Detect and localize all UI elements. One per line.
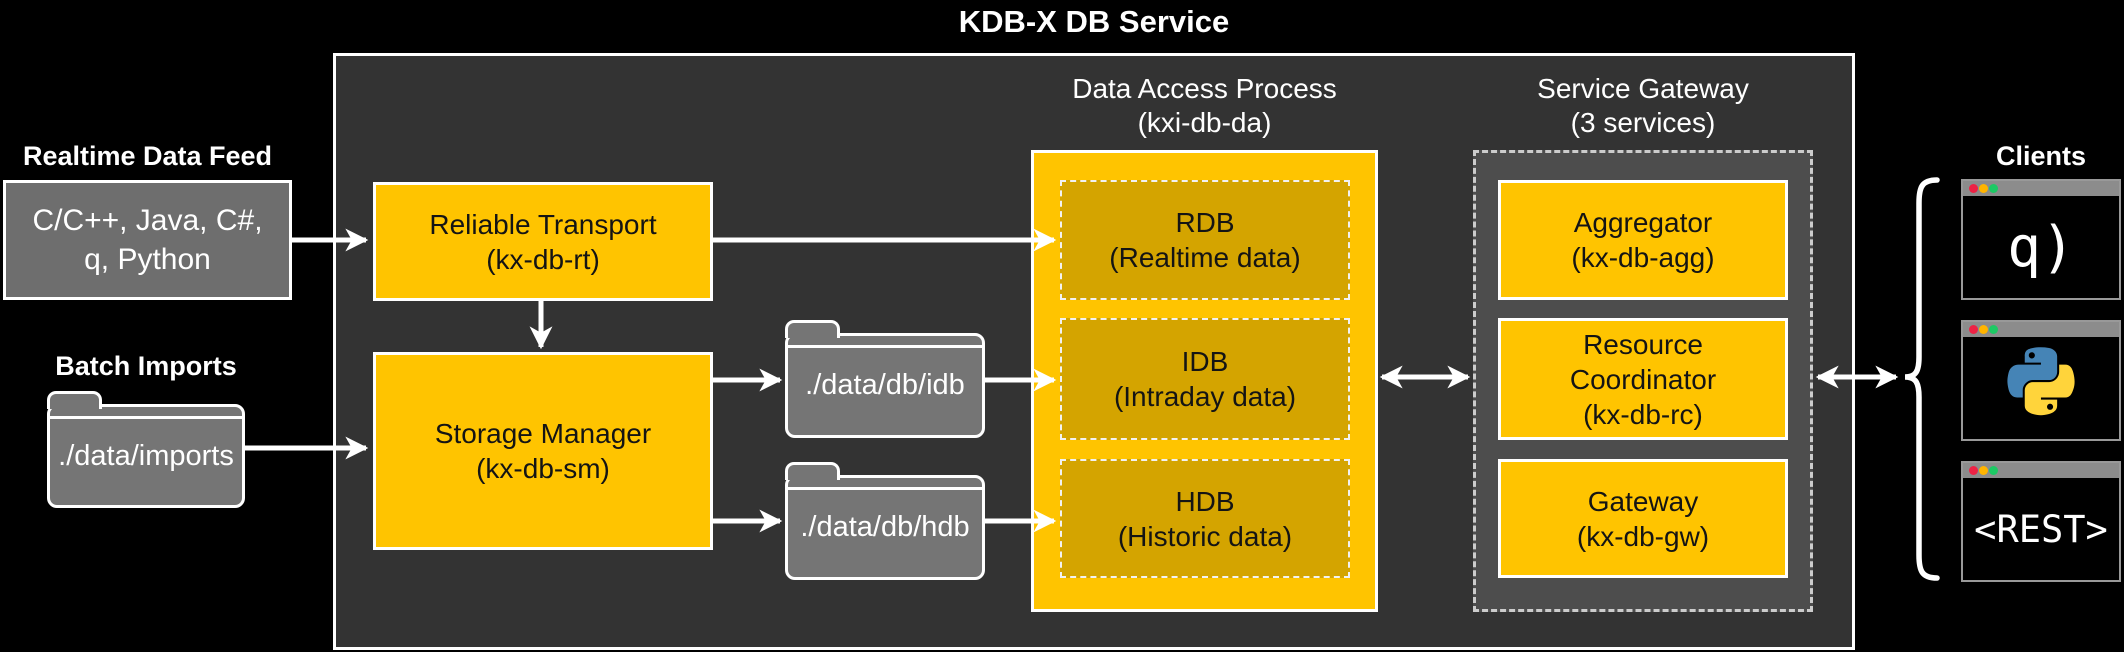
label-line: C/C++, Java, C#, xyxy=(32,204,263,237)
resource-coordinator-box: Resource Coordinator (kx-db-rc) xyxy=(1498,318,1788,440)
window-minimize-icon xyxy=(1979,325,1988,334)
q-prompt-icon: q) xyxy=(2007,214,2075,280)
heading-line: (3 services) xyxy=(1570,107,1716,138)
idb-folder: ./data/db/idb xyxy=(785,320,985,438)
label-line: (Historic data) xyxy=(1117,520,1293,552)
rdb-box: RDB (Realtime data) xyxy=(1060,180,1350,300)
label-line: (Intraday data) xyxy=(1113,381,1297,412)
data-access-process-heading: Data Access Process (kxi-db-da) xyxy=(1031,72,1378,140)
label-line: (kx-db-agg) xyxy=(1571,242,1715,273)
reliable-transport-box: Reliable Transport (kx-db-rt) xyxy=(373,182,713,301)
window-minimize-icon xyxy=(1979,466,1988,475)
folder-label: ./data/imports xyxy=(58,439,234,472)
clients-heading: Clients xyxy=(1995,141,2087,171)
realtime-feed-heading: Realtime Data Feed xyxy=(22,141,273,171)
label-line: Storage Manager xyxy=(434,418,652,449)
service-gateway-heading: Service Gateway (3 services) xyxy=(1473,72,1813,140)
label-line: (Realtime data) xyxy=(1109,242,1301,273)
window-titlebar xyxy=(1963,463,2119,478)
realtime-feed-box: C/C++, Java, C#, q, Python xyxy=(3,180,292,300)
window-zoom-icon xyxy=(1989,184,1998,193)
heading-line: (kxi-db-da) xyxy=(1137,107,1272,138)
window-zoom-icon xyxy=(1989,325,1998,334)
diagram-title: KDB-X DB Service xyxy=(958,4,1230,39)
window-zoom-icon xyxy=(1989,466,1998,475)
idb-box: IDB (Intraday data) xyxy=(1060,318,1350,440)
window-close-icon xyxy=(1969,325,1978,334)
terminal-python-client xyxy=(1961,320,2121,441)
aggregator-box: Aggregator (kx-db-agg) xyxy=(1498,180,1788,300)
hdb-box: HDB (Historic data) xyxy=(1060,459,1350,578)
python-logo-icon xyxy=(1963,337,2119,439)
label-line: RDB xyxy=(1175,207,1235,238)
heading-line: Data Access Process xyxy=(1072,73,1337,104)
folder-label: ./data/db/idb xyxy=(805,369,965,401)
heading-line: Service Gateway xyxy=(1537,73,1749,104)
window-titlebar xyxy=(1963,322,2119,337)
imports-folder: ./data/imports xyxy=(47,391,245,508)
window-close-icon xyxy=(1969,184,1978,193)
folder-label: ./data/db/hdb xyxy=(800,511,970,543)
label-line: q, Python xyxy=(84,243,211,276)
window-close-icon xyxy=(1969,466,1978,475)
label-line: HDB xyxy=(1175,485,1235,517)
batch-imports-heading: Batch Imports xyxy=(55,351,237,381)
gateway-box: Gateway (kx-db-gw) xyxy=(1498,459,1788,578)
label-line: Aggregator xyxy=(1573,207,1713,238)
label-line: (kx-db-gw) xyxy=(1576,520,1710,552)
label-line: Resource xyxy=(1583,328,1703,360)
terminal-q-client: q) xyxy=(1961,179,2121,300)
clients-brace xyxy=(1904,177,1940,581)
terminal-rest-client: <REST> xyxy=(1961,461,2121,582)
label-line: (kx-db-rc) xyxy=(1583,398,1703,430)
label-line: Reliable Transport xyxy=(429,208,657,240)
storage-manager-box: Storage Manager (kx-db-sm) xyxy=(373,352,713,550)
label-line: (kx-db-rt) xyxy=(486,243,600,275)
label-line: Coordinator xyxy=(1569,363,1717,395)
hdb-folder: ./data/db/hdb xyxy=(785,462,985,580)
window-minimize-icon xyxy=(1979,184,1988,193)
label-line: Gateway xyxy=(1587,485,1699,517)
rest-api-icon: <REST> xyxy=(1974,507,2108,551)
label-line: IDB xyxy=(1181,346,1229,377)
label-line: (kx-db-sm) xyxy=(476,453,610,484)
window-titlebar xyxy=(1963,181,2119,196)
